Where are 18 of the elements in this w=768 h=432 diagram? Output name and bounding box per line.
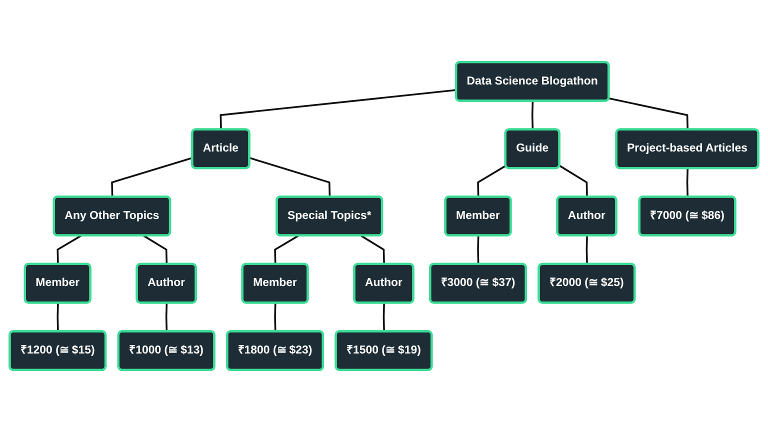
connector xyxy=(360,234,385,264)
connector xyxy=(111,157,193,198)
connector xyxy=(586,236,588,264)
connector xyxy=(249,157,331,198)
connector xyxy=(477,164,506,198)
connector xyxy=(531,101,534,130)
connector xyxy=(559,164,588,198)
connector xyxy=(477,236,480,264)
connector xyxy=(686,168,689,198)
connector xyxy=(220,89,456,130)
connector xyxy=(143,234,168,264)
connector xyxy=(274,234,299,264)
connector xyxy=(608,97,689,130)
connector xyxy=(56,302,59,332)
connector xyxy=(382,302,385,332)
connector xyxy=(56,234,82,264)
connector xyxy=(165,302,168,332)
connector xyxy=(274,302,276,332)
